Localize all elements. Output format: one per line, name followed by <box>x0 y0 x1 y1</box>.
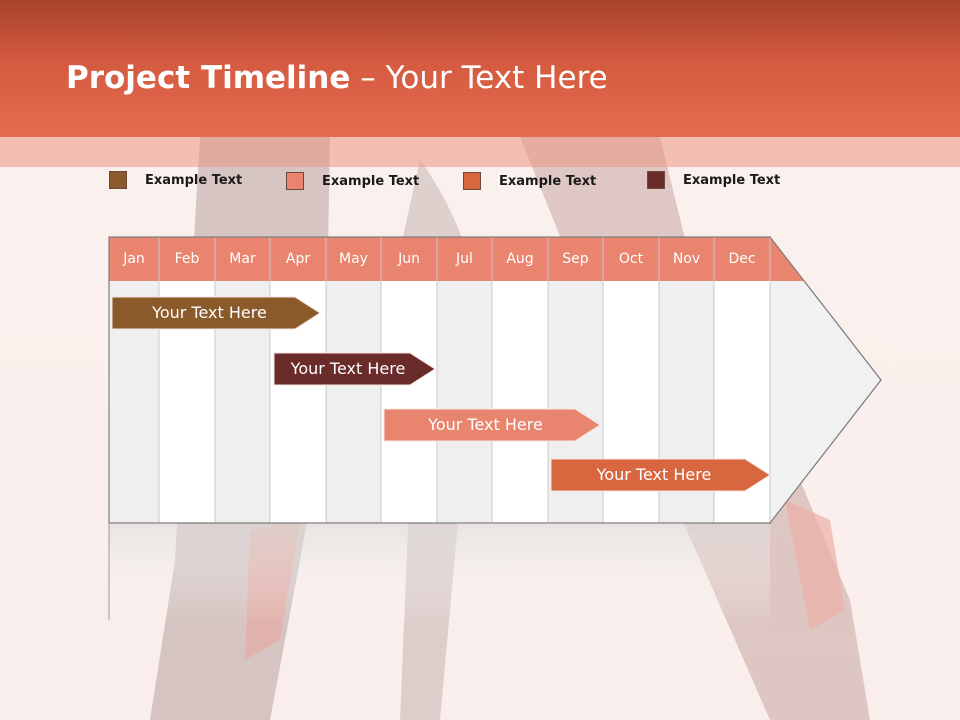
month-column <box>381 281 437 523</box>
legend-swatch <box>647 171 665 189</box>
month-header-bar <box>109 237 770 281</box>
month-label-sep: Sep <box>562 251 589 267</box>
legend-swatch <box>109 171 127 189</box>
month-label-apr: Apr <box>285 251 311 267</box>
task-label: Your Text Here <box>152 303 267 322</box>
month-label-nov: Nov <box>672 251 701 267</box>
task-arrow-shape <box>111 296 321 330</box>
header-accent-band <box>0 137 960 167</box>
timeline-outline <box>108 236 882 524</box>
month-label-feb: Feb <box>174 251 200 267</box>
task-arrow-shape <box>273 352 436 386</box>
timeline-reflection <box>109 524 770 624</box>
task-arrow-shape <box>383 408 601 442</box>
month-label-oct: Oct <box>618 251 644 267</box>
month-label-jun: Jun <box>398 251 420 267</box>
legend-label: Example Text <box>683 172 781 188</box>
month-label-aug: Aug <box>506 251 534 267</box>
page-title: Project Timeline – Your Text Here <box>66 60 608 96</box>
month-column <box>326 281 381 523</box>
legend-item: Example Text <box>647 171 780 189</box>
legend-swatch <box>286 172 304 190</box>
task-label: Your Text Here <box>596 465 712 484</box>
legend-swatch <box>463 172 481 190</box>
month-label-jul: Jul <box>456 251 473 267</box>
month-label-mar: Mar <box>229 251 256 267</box>
header-bar <box>0 0 960 137</box>
task-label: Your Text Here <box>428 415 543 434</box>
title-bold: Project Timeline <box>66 60 351 96</box>
task-arrow-shape <box>550 458 771 492</box>
month-column <box>492 281 548 523</box>
title-rest: – Your Text Here <box>350 60 608 96</box>
legend-label: Example Text <box>145 172 243 188</box>
month-label-dec: Dec <box>728 251 756 267</box>
task-label: Your Text Here <box>290 359 406 378</box>
month-label-jan: Jan <box>123 251 145 267</box>
month-column <box>437 281 492 523</box>
month-label-may: May <box>339 251 368 267</box>
legend-label: Example Text <box>322 173 420 189</box>
legend-label: Example Text <box>499 173 597 189</box>
legend-item: Example Text <box>286 172 419 190</box>
legend-item: Example Text <box>463 172 596 190</box>
legend-item: Example Text <box>109 171 242 189</box>
